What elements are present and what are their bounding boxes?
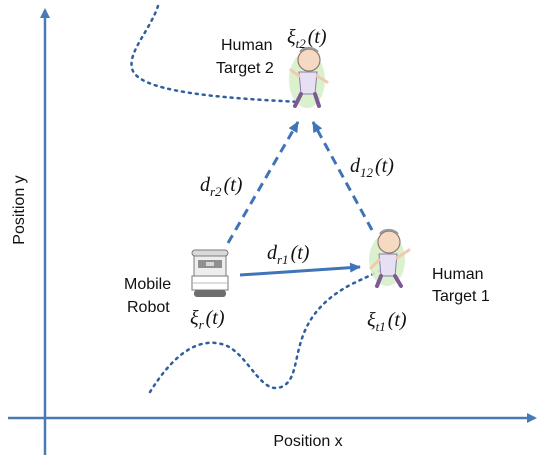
robot-label-line1: Mobile bbox=[124, 276, 171, 293]
distance-r2-label: dr2(t) bbox=[200, 174, 243, 199]
y-axis-label: Position y bbox=[11, 175, 28, 244]
mobile-robot-icon bbox=[191, 249, 229, 297]
human-target1-icon bbox=[369, 228, 411, 288]
upper-boundary-curve bbox=[130, 4, 302, 104]
target1-label-line1: Human bbox=[432, 266, 484, 283]
robot-label-line2: Robot bbox=[127, 299, 170, 316]
target2-label-line2: Target 2 bbox=[216, 60, 274, 77]
robot-state-label: ξr(t) bbox=[190, 307, 225, 332]
x-axis-label: Position x bbox=[273, 433, 342, 450]
human-target2-icon bbox=[289, 46, 329, 108]
arrow-robot-to-target2 bbox=[226, 121, 300, 244]
arrow-target1-to-target2 bbox=[311, 121, 374, 231]
arrow-robot-to-target1 bbox=[239, 262, 361, 277]
distance-r1-label: dr1(t) bbox=[267, 242, 310, 267]
lower-boundary-curve bbox=[148, 260, 392, 394]
target1-label-line2: Target 1 bbox=[432, 288, 490, 305]
distance-t12-label: d12(t) bbox=[350, 155, 394, 180]
target2-state-label: ξt2(t) bbox=[287, 26, 327, 51]
target2-label-line1: Human bbox=[221, 37, 273, 54]
target1-state-label: ξt1(t) bbox=[367, 309, 407, 334]
